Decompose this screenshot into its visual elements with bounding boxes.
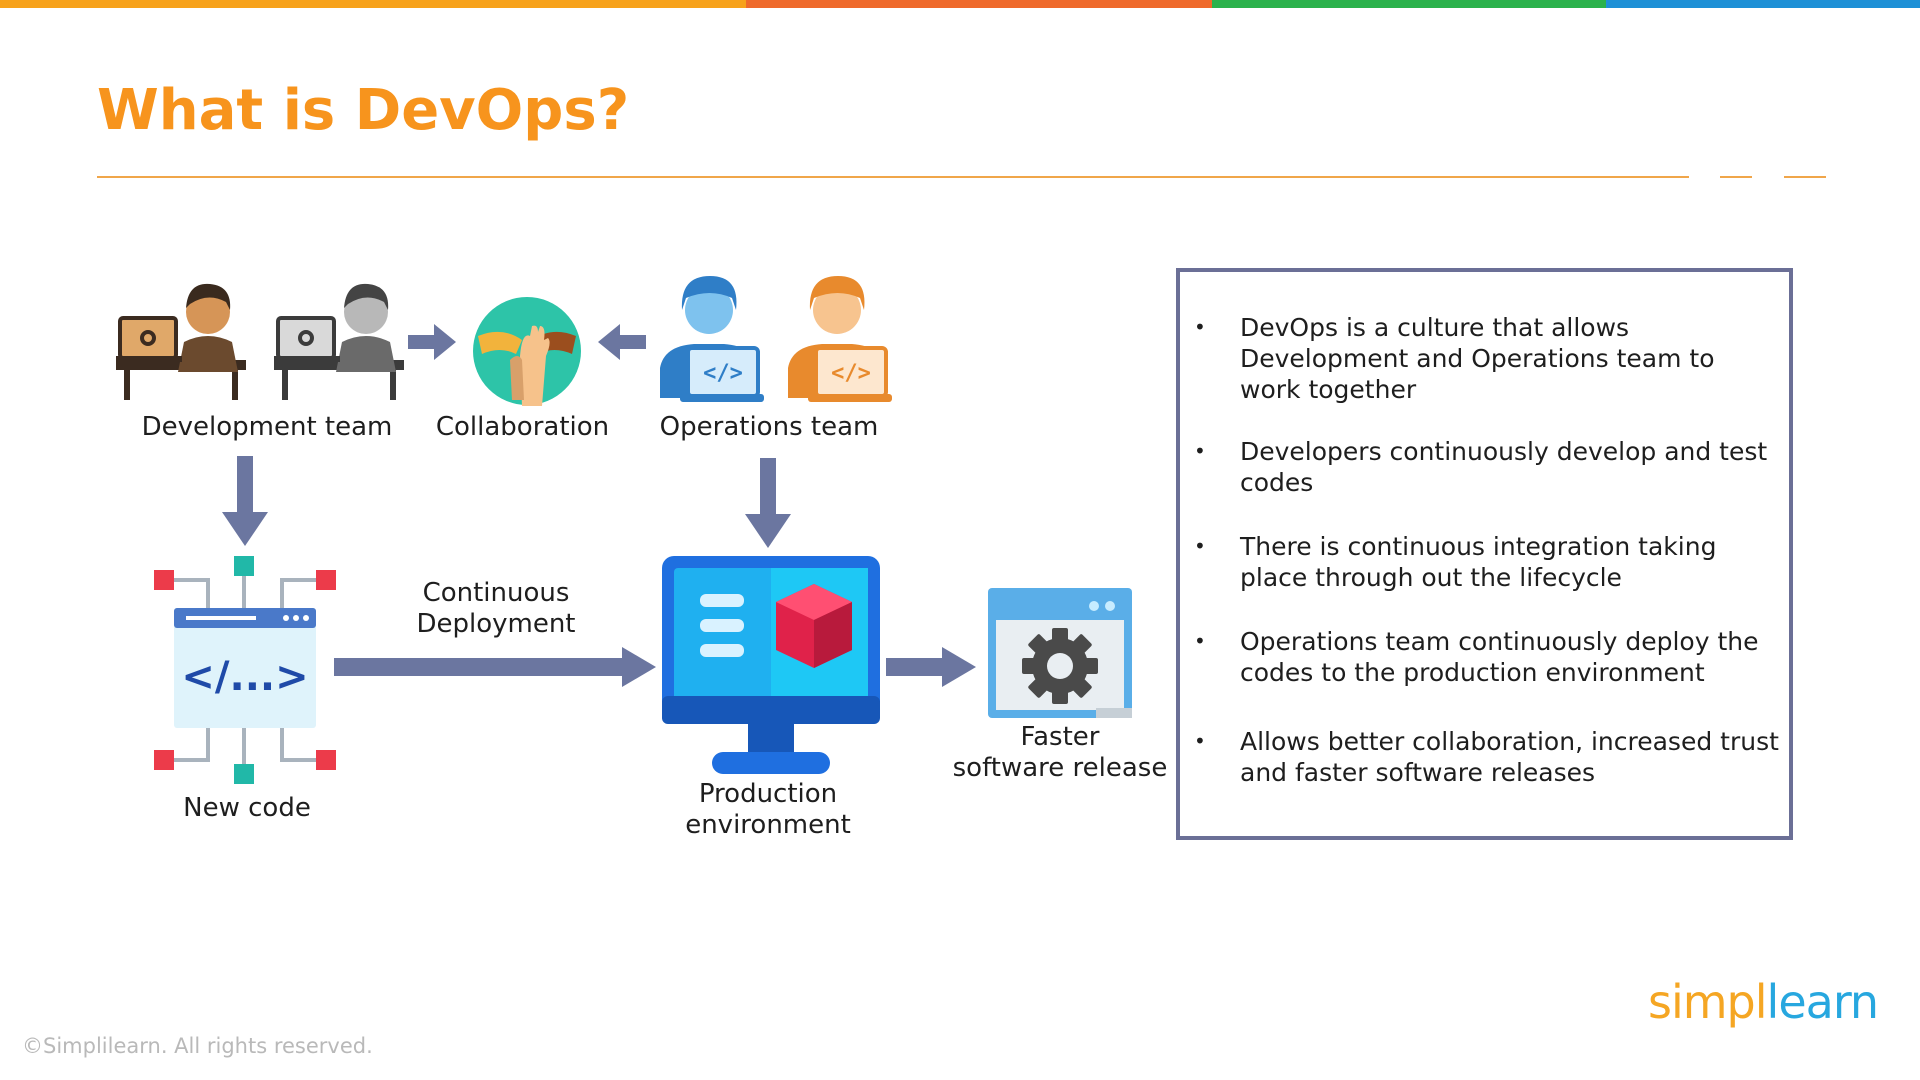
arrow-left-icon [598, 324, 646, 360]
operations-engineer-icon: </> [788, 276, 892, 402]
info-text: There is continuous integration taking p… [1240, 532, 1717, 592]
operations-engineer-icon: </> [660, 276, 764, 402]
info-text: DevOps is a culture that allows Developm… [1240, 313, 1715, 404]
faster-release-line-2: software release [952, 753, 1168, 783]
info-list-item: • Developers continuously develop and te… [1180, 436, 1780, 498]
monitor-cube-icon [662, 556, 880, 774]
top-bar-segment-green [1212, 0, 1606, 8]
bullet-icon: • [1194, 729, 1206, 753]
code-symbol: </...> [181, 654, 308, 700]
bullet-icon: • [1194, 629, 1206, 653]
info-list-item: • Allows better collaboration, increased… [1180, 726, 1780, 788]
faster-release-label: Faster software release [948, 722, 1172, 784]
gear-window-icon [988, 588, 1132, 718]
arrow-down-icon [745, 458, 791, 548]
faster-release-line-1: Faster [1020, 722, 1100, 752]
developer-at-laptop-icon [116, 283, 246, 400]
laptop-code-symbol: </> [831, 361, 871, 386]
continuous-deployment-label: Continuous Deployment [380, 578, 612, 640]
info-list-item: • DevOps is a culture that allows Develo… [1180, 312, 1780, 405]
logo-part-1: simpl [1648, 975, 1768, 1029]
info-list-item: • Operations team continuously deploy th… [1180, 626, 1780, 688]
info-box: • DevOps is a culture that allows Develo… [1176, 268, 1793, 840]
simplilearn-logo: simpllearn [1648, 975, 1880, 1029]
info-text: Developers continuously develop and test… [1240, 437, 1768, 497]
arrow-down-icon [222, 456, 268, 546]
info-text: Operations team continuously deploy the … [1240, 627, 1759, 687]
continuous-deployment-line-2: Deployment [416, 609, 576, 639]
developer-at-laptop-icon [274, 283, 404, 400]
new-code-label: New code [183, 793, 311, 823]
copyright-text: ©Simplilearn. All rights reserved. [22, 1034, 373, 1058]
logo-part-2: learn [1766, 975, 1880, 1029]
continuous-deployment-line-1: Continuous [422, 578, 570, 608]
bullet-icon: • [1194, 439, 1206, 463]
top-bar-segment-orange [0, 0, 746, 8]
title-underline [97, 176, 1689, 178]
title-underline-dash [1720, 176, 1752, 178]
top-color-bar [0, 0, 1920, 8]
handshake-icon [473, 297, 581, 406]
info-list-item: • There is continuous integration taking… [1180, 531, 1780, 593]
slide-title: What is DevOps? [97, 78, 630, 143]
production-environment-line-2: environment [685, 810, 851, 840]
bullet-icon: • [1194, 534, 1206, 558]
arrow-right-icon [334, 647, 656, 687]
title-underline-dash [1784, 176, 1826, 178]
laptop-code-symbol: </> [703, 361, 743, 386]
bullet-icon: • [1194, 315, 1206, 339]
collaboration-label: Collaboration [435, 412, 610, 442]
arrow-right-icon [408, 324, 456, 360]
top-bar-segment-blue [1606, 0, 1920, 8]
code-window-icon: </...> [154, 556, 336, 784]
production-environment-line-1: Production [698, 779, 838, 809]
development-team-label: Development team [141, 412, 393, 442]
arrow-right-icon [886, 647, 976, 687]
operations-team-label: Operations team [659, 412, 879, 442]
info-text: Allows better collaboration, increased t… [1240, 727, 1779, 787]
production-environment-label: Production environment [652, 779, 884, 841]
top-bar-segment-red [746, 0, 1212, 8]
